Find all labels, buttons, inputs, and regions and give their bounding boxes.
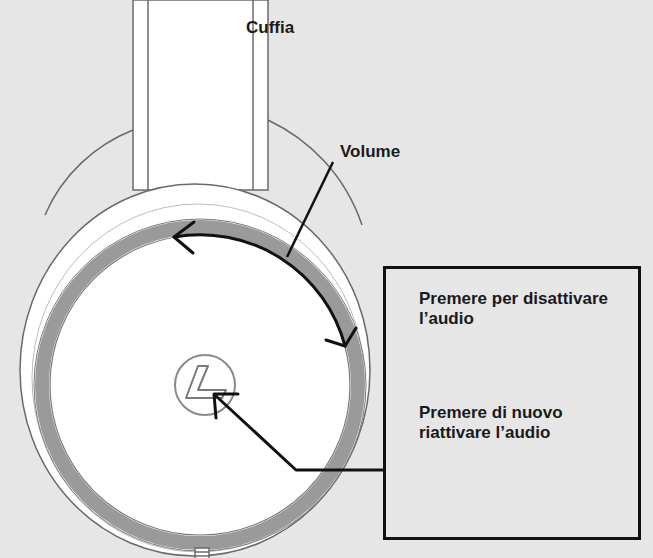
leader-line — [287, 162, 333, 257]
instruction-text: Premere per disattivare l’audio — [419, 289, 609, 330]
part-label: Volume — [340, 142, 400, 162]
callout-box: Premere per disattivare l’audioPremere d… — [383, 266, 641, 540]
volume-arrow — [174, 222, 356, 346]
ring-edge — [34, 219, 366, 551]
ear-cushion — [20, 184, 370, 556]
cushion-seam — [32, 204, 364, 552]
cable — [195, 548, 209, 558]
title-label: Cuffia — [246, 18, 294, 38]
mute-arrow — [214, 394, 383, 470]
volume-ring — [42, 227, 358, 543]
dial-face — [50, 235, 350, 535]
instruction-text: Premere di nuovo riattivare l’audio — [419, 403, 609, 444]
